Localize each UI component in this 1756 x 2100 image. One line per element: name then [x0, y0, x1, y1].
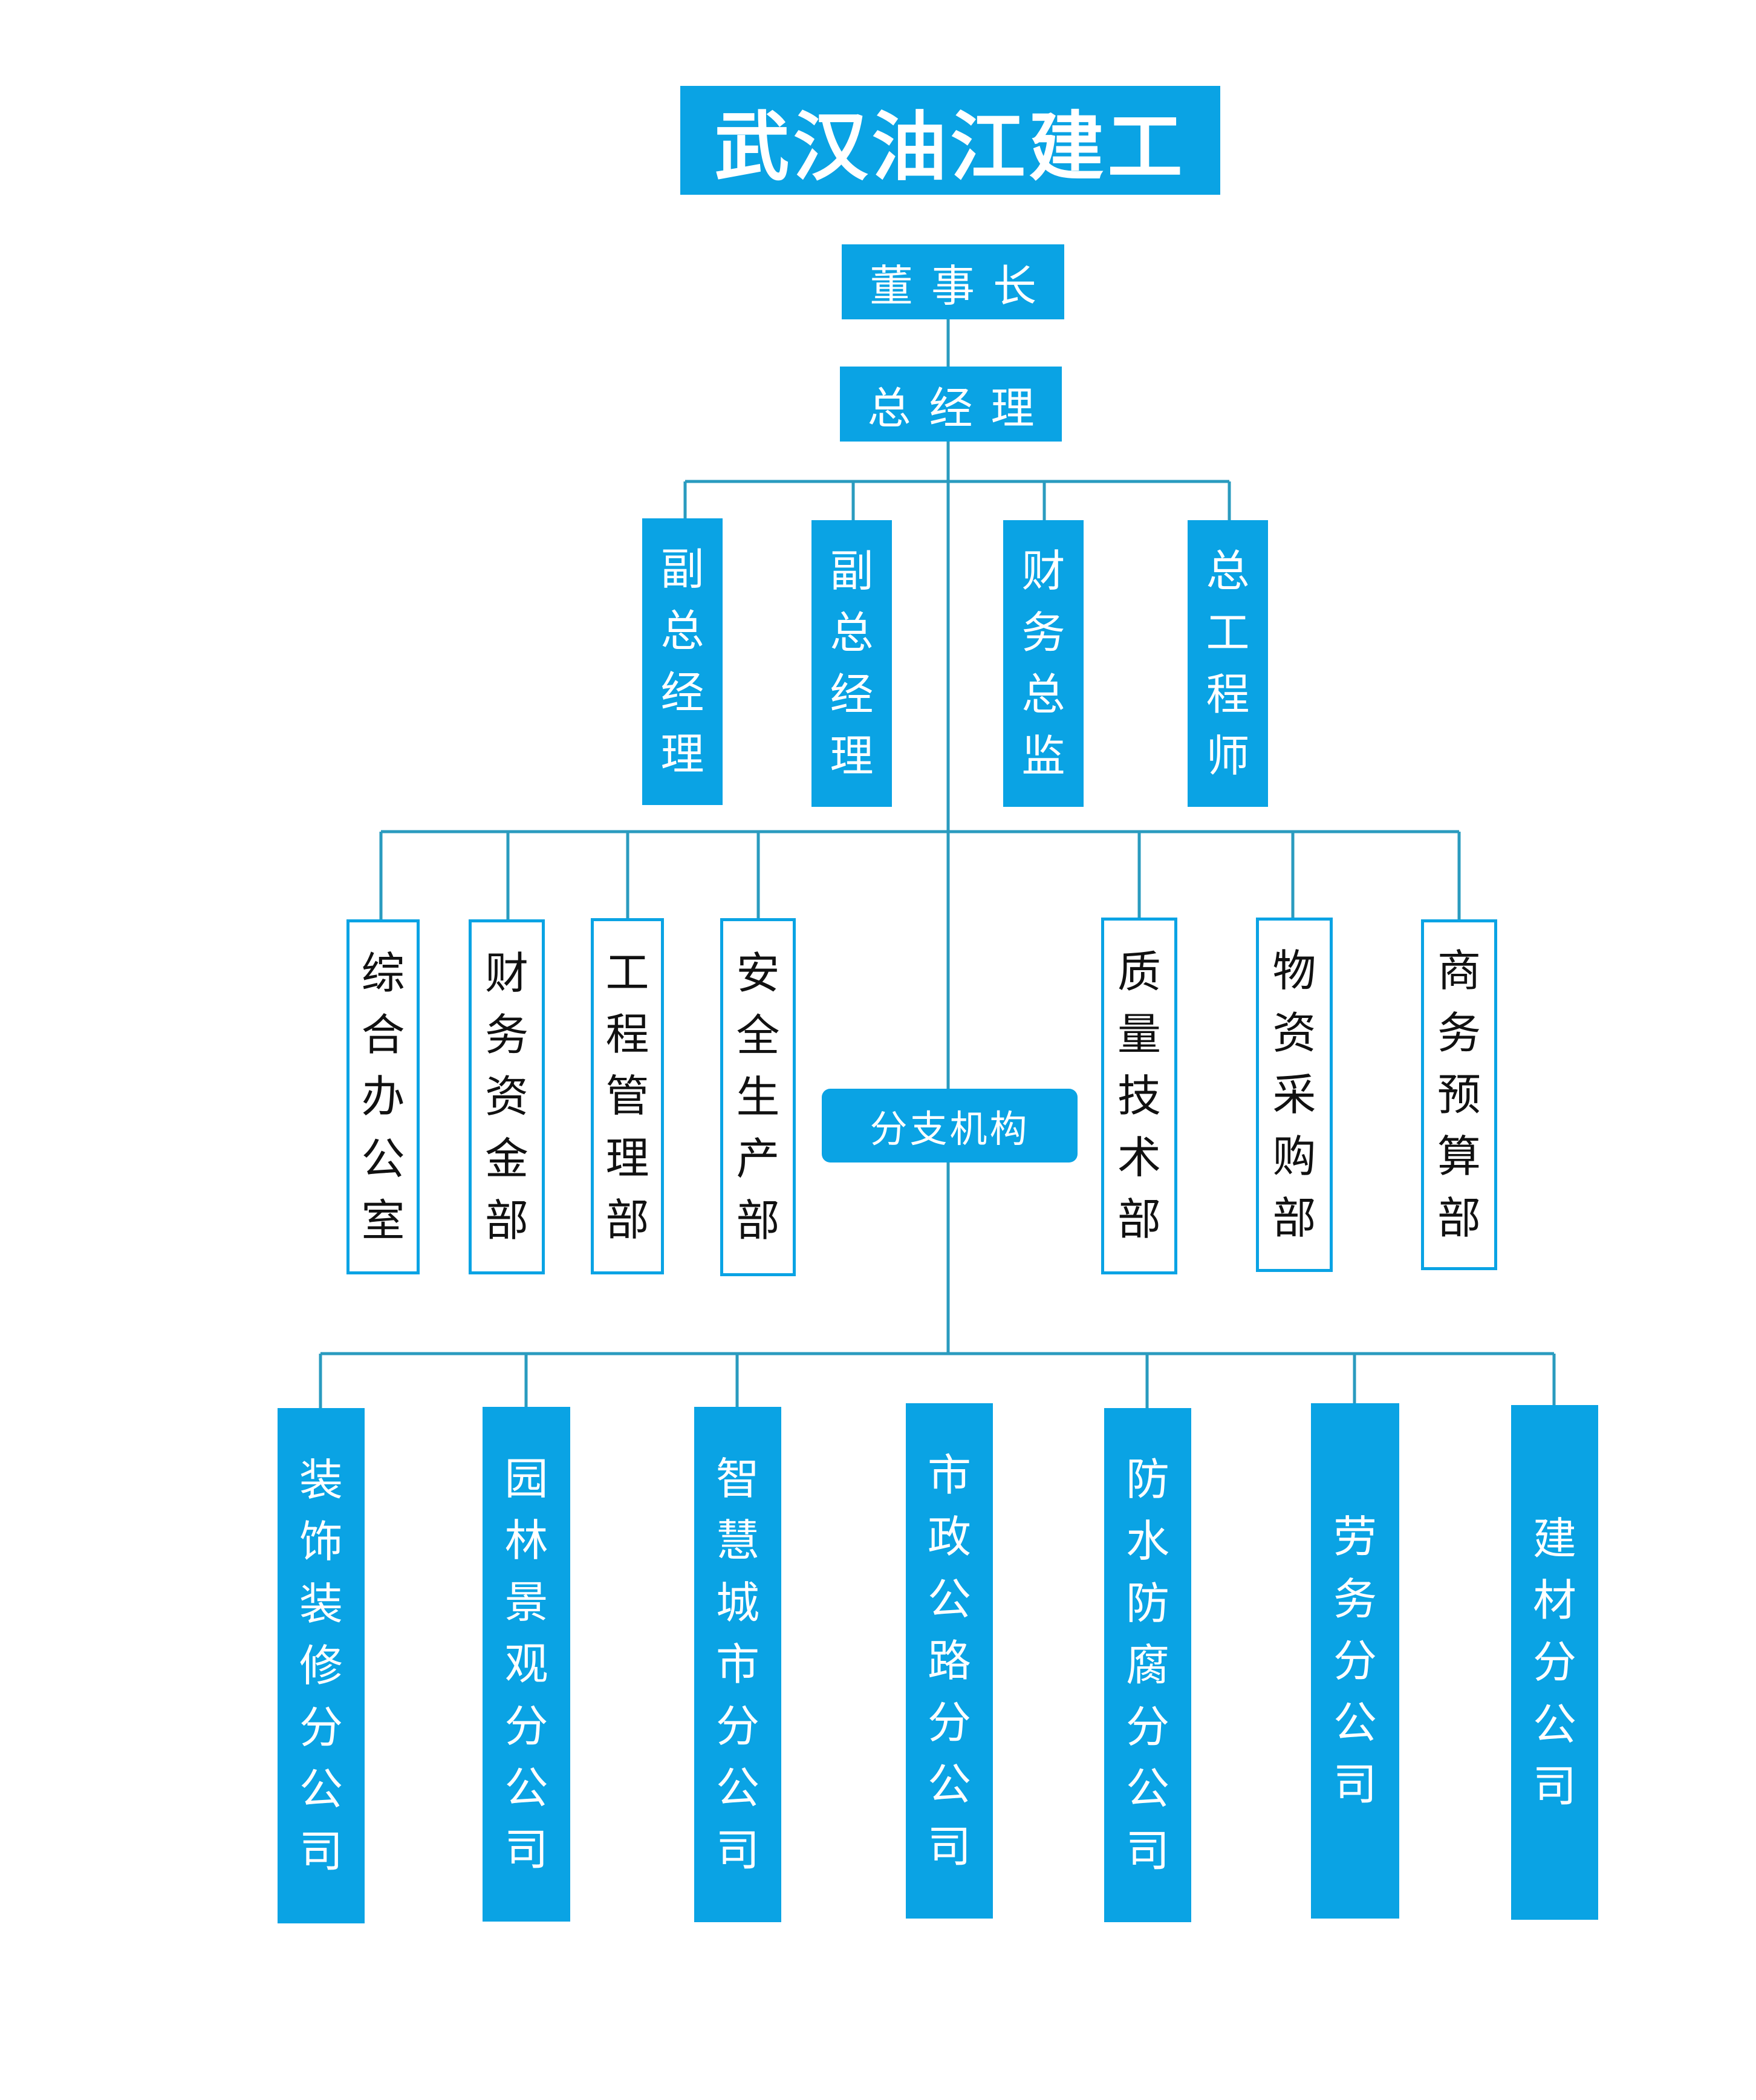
executive-box: 总工程师	[1188, 520, 1268, 807]
branch-header-box: 分支机构	[822, 1089, 1078, 1162]
branch-box: 劳务分公司	[1311, 1403, 1399, 1919]
executive-box: 财务总监	[1003, 520, 1084, 807]
department-box: 商务预算部	[1421, 919, 1497, 1270]
branch-box: 园林景观分公司	[483, 1407, 570, 1922]
department-box: 质量技术部	[1101, 918, 1177, 1274]
executive-box: 副总经理	[811, 520, 892, 807]
general-manager-box: 总经理	[840, 367, 1062, 442]
branch-box: 防水防腐分公司	[1104, 1408, 1191, 1922]
company-title: 武汉油江建工	[680, 86, 1220, 195]
chairman-box: 董事长	[842, 244, 1064, 319]
department-box: 安全生产部	[720, 918, 796, 1276]
department-box: 物资采购部	[1256, 918, 1333, 1272]
department-box: 工程管理部	[591, 918, 664, 1274]
branch-box: 建材分公司	[1511, 1405, 1598, 1920]
executive-box: 副总经理	[642, 518, 723, 805]
branch-box: 装饰装修分公司	[278, 1408, 365, 1923]
department-box: 综合办公室	[346, 919, 420, 1274]
department-box: 财务资金部	[469, 919, 545, 1274]
branch-box: 智慧城市分公司	[694, 1407, 781, 1922]
branch-box: 市政公路分公司	[906, 1403, 993, 1919]
